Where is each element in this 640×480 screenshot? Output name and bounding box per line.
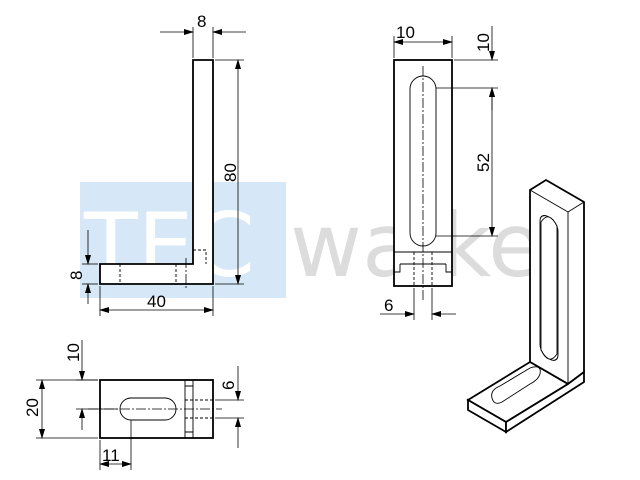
dim-front-top-offset: 10 bbox=[474, 33, 493, 52]
dim-front-width: 10 bbox=[396, 23, 415, 42]
dim-side-base-thickness: 8 bbox=[67, 271, 86, 280]
dim-top-width: 20 bbox=[23, 398, 42, 417]
top-view: 10 20 6 11 bbox=[23, 340, 244, 470]
dim-top-slot-offset: 11 bbox=[102, 446, 120, 465]
dim-side-base-length: 40 bbox=[147, 292, 166, 311]
dim-side-height: 80 bbox=[221, 163, 240, 182]
front-view: 10 10 52 6 bbox=[380, 23, 498, 320]
dim-top-slot-width: 6 bbox=[219, 381, 238, 390]
dim-front-slot-length: 52 bbox=[474, 153, 493, 172]
side-view: 8 80 8 40 bbox=[67, 12, 246, 316]
dim-side-top-width: 8 bbox=[197, 12, 206, 31]
dim-top-offset: 10 bbox=[64, 343, 83, 362]
isometric-view bbox=[466, 178, 585, 434]
dim-front-bottom-width: 6 bbox=[384, 296, 393, 315]
